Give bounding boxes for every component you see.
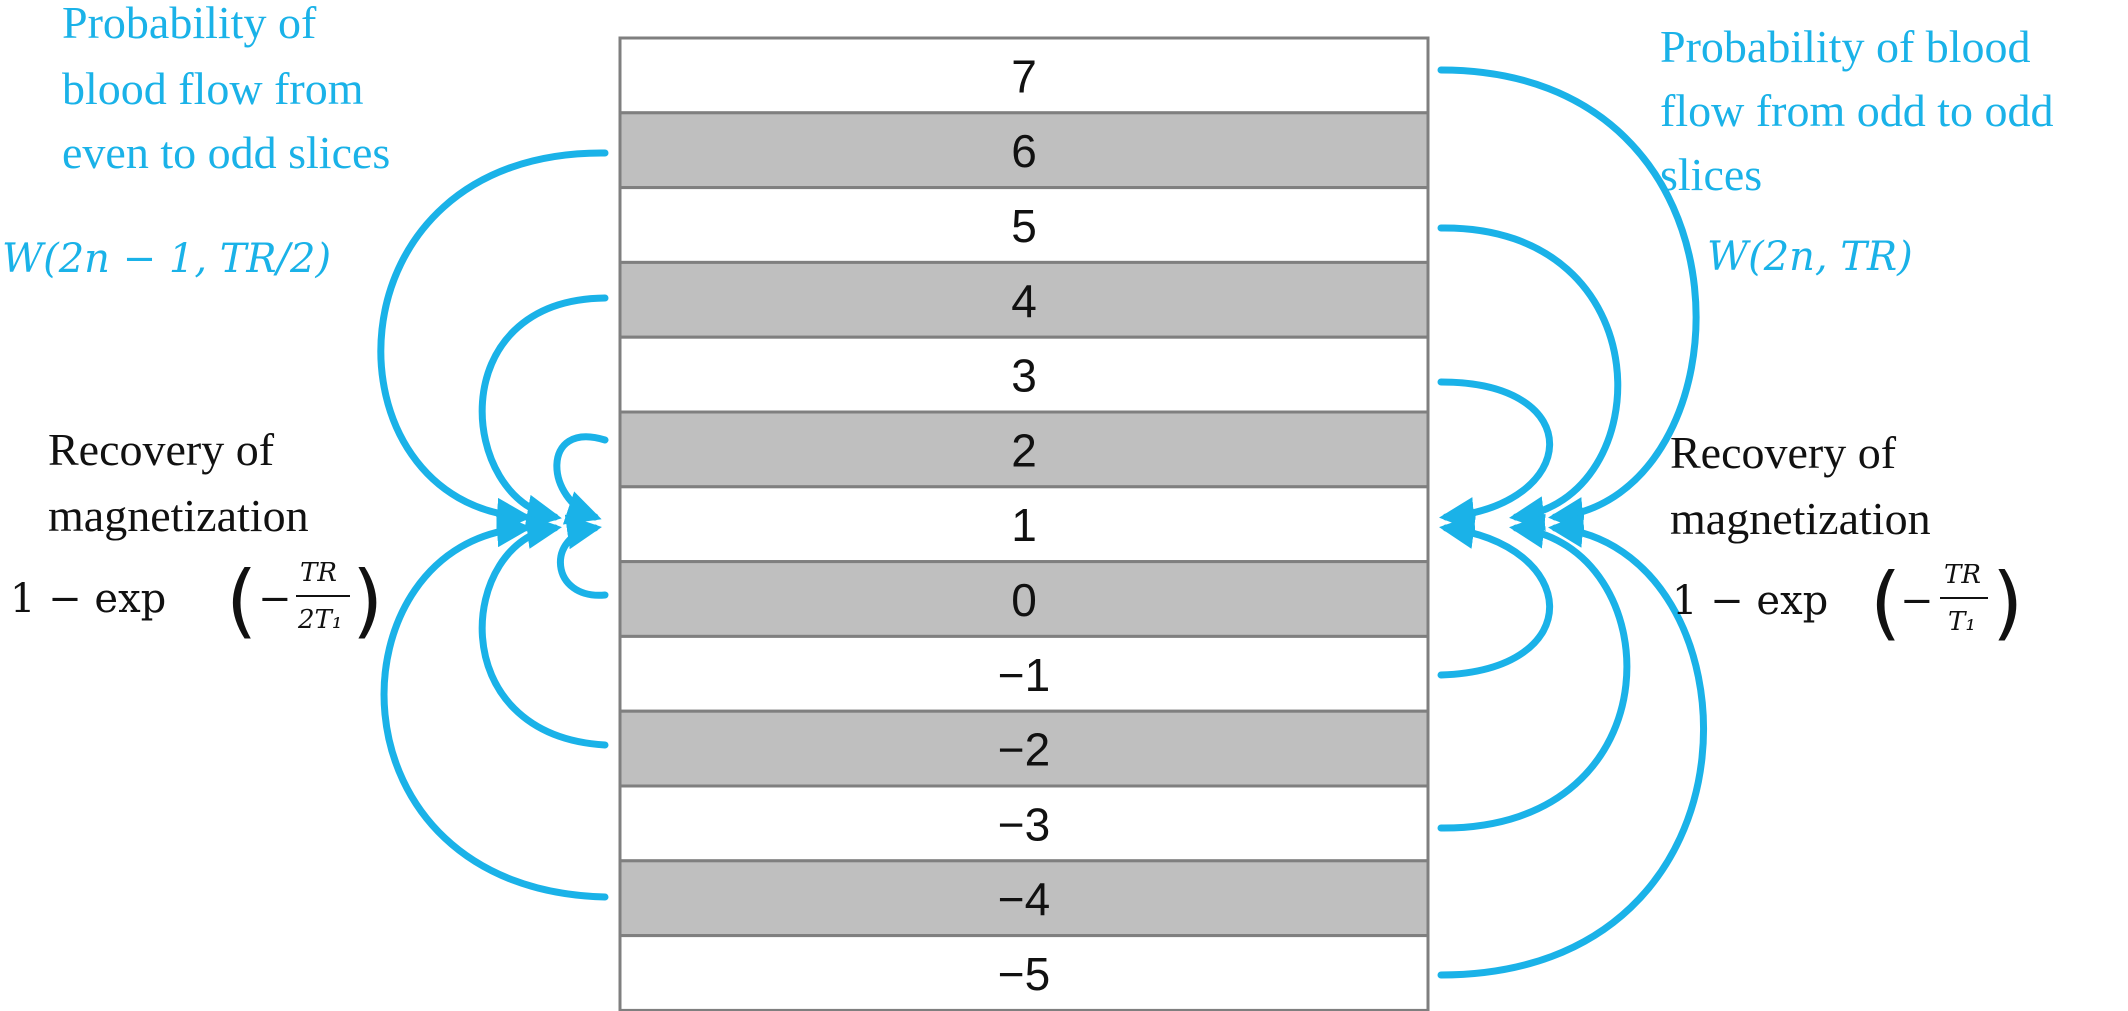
right-flow-arrows <box>1437 66 1707 979</box>
left-title-line-3: even to odd slices <box>62 127 390 178</box>
slice-label: 7 <box>1011 50 1037 102</box>
left-title-line-1: Probability of <box>62 0 317 48</box>
slice-row <box>618 784 1430 863</box>
left-annotation: Probability of blood flow from even to o… <box>2 0 390 647</box>
slice-label: 2 <box>1011 424 1037 476</box>
left-recovery-formula: 1 − exp <box>10 576 166 622</box>
right-fraction-numerator: TR <box>1944 560 1981 590</box>
left-open-paren: ( <box>226 554 257 647</box>
slice-row <box>618 186 1430 264</box>
slice-row <box>618 934 1430 1011</box>
left-recovery-line-2: magnetization <box>48 490 309 541</box>
right-title: Probability of blood flow from odd to od… <box>1660 21 2065 200</box>
left-recovery-text: Recovery of magnetization <box>48 424 309 541</box>
arrow-from-slice-7 <box>1437 66 1700 532</box>
arrow-from-slice-minus1 <box>1437 514 1553 679</box>
right-title-line-1: Probability of blood <box>1660 21 2031 72</box>
right-title-line-3: slices <box>1660 149 1762 200</box>
slice-label: −2 <box>998 724 1050 776</box>
right-formula: W(2n, TR) <box>1707 234 1913 280</box>
slice-label: 4 <box>1011 275 1037 327</box>
slice-row <box>618 709 1430 788</box>
slice-label: 5 <box>1011 200 1037 252</box>
left-flow-arrows <box>377 149 609 901</box>
right-recovery-minus: − <box>1900 578 1934 624</box>
left-close-paren: ) <box>352 554 383 647</box>
slice-label: 1 <box>1011 499 1037 551</box>
arrow-from-slice-minus2 <box>478 514 609 749</box>
slice-label: 0 <box>1011 574 1037 626</box>
left-title-line-2: blood flow from <box>62 63 364 114</box>
arrow-from-slice-minus3 <box>1437 513 1631 832</box>
slice-label: −3 <box>998 798 1050 850</box>
slice-stack: 7 6 5 4 3 2 1 0 −1 −2 −3 −4 −5 <box>618 36 1430 1011</box>
slice-label: 3 <box>1011 350 1037 402</box>
left-fraction-numerator: TR <box>300 558 337 588</box>
slice-row <box>618 36 1430 115</box>
left-fraction-denominator: 2T₁ <box>297 605 342 635</box>
right-open-paren: ( <box>1870 556 1901 649</box>
slice-row <box>618 260 1430 339</box>
arrow-from-slice-3 <box>1437 378 1553 532</box>
slice-row <box>618 111 1430 190</box>
arrow-from-slice-minus5 <box>1437 512 1707 979</box>
left-formula: W(2n − 1, TR/2) <box>2 236 331 282</box>
slice-label: −5 <box>998 948 1050 1000</box>
slice-label: −4 <box>998 873 1050 925</box>
slice-label: −1 <box>998 649 1050 701</box>
slice-row <box>618 859 1430 938</box>
arrow-from-slice-minus4 <box>380 512 609 901</box>
arrow-from-slice-4 <box>478 294 609 530</box>
arrow-from-slice-5 <box>1437 224 1622 532</box>
right-recovery-formula: 1 − exp <box>1672 578 1828 624</box>
arrow-from-slice-6 <box>377 149 609 533</box>
arrow-from-slice-0 <box>557 514 609 599</box>
right-close-paren: ) <box>1992 556 2023 649</box>
right-recovery-line-2: magnetization <box>1670 493 1931 544</box>
left-recovery-line-1: Recovery of <box>48 424 275 475</box>
right-annotation: Probability of blood flow from odd to od… <box>1660 21 2065 649</box>
slice-label: 6 <box>1011 125 1037 177</box>
right-recovery-line-1: Recovery of <box>1670 427 1897 478</box>
slice-row <box>618 410 1430 489</box>
right-fraction-denominator: T₁ <box>1948 607 1976 637</box>
slice-row <box>618 560 1430 638</box>
left-recovery-minus: − <box>258 576 292 622</box>
arrow-from-slice-2 <box>553 433 609 525</box>
right-title-line-2: flow from odd to odd <box>1660 85 2054 136</box>
right-recovery-text: Recovery of magnetization <box>1670 427 1931 544</box>
left-title: Probability of blood flow from even to o… <box>62 0 390 178</box>
